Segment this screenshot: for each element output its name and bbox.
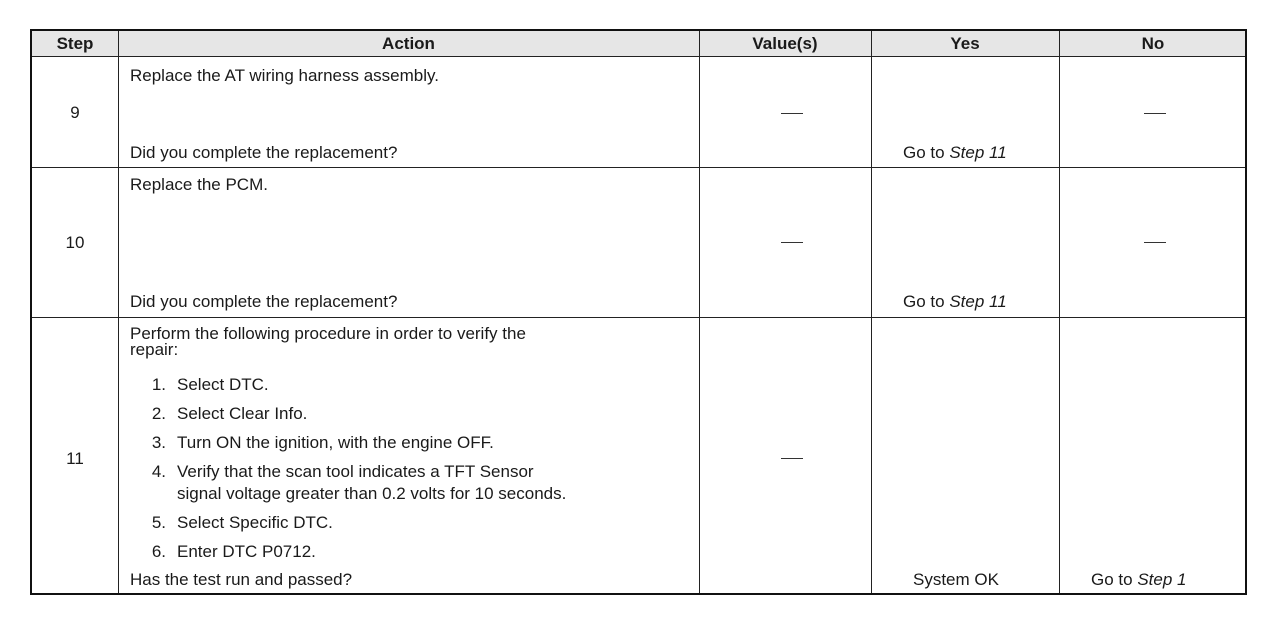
value-dash xyxy=(781,113,803,114)
step-number: 10 xyxy=(65,233,85,252)
value-dash xyxy=(781,458,803,459)
header-values: Value(s) xyxy=(752,34,818,53)
procedure-number: 3. xyxy=(151,433,166,452)
no-dash xyxy=(1144,242,1166,243)
procedure-step: Verify that the scan tool indicates a TF… xyxy=(177,462,534,481)
no-action: Go to Step 1 xyxy=(1091,570,1187,589)
no-dash xyxy=(1144,113,1166,114)
step-link[interactable]: Step 11 xyxy=(949,292,1007,311)
header-step: Step xyxy=(56,34,94,53)
yes-action: Go to Step 11 xyxy=(903,292,1007,311)
diagnostic-table: Step Action Value(s) Yes No 9 Replace th… xyxy=(30,29,1247,595)
yes-action: Go to Step 11 xyxy=(903,143,1007,162)
header-no: No xyxy=(1141,34,1165,53)
table-header-row xyxy=(32,31,1245,56)
procedure-step: Select Clear Info. xyxy=(177,404,308,423)
step-link[interactable]: Step 11 xyxy=(949,143,1007,162)
step-link[interactable]: Step 1 xyxy=(1137,570,1187,589)
value-dash xyxy=(781,242,803,243)
procedure-number: 5. xyxy=(151,513,166,532)
column-divider xyxy=(871,31,872,593)
procedure-number: 1. xyxy=(151,375,166,394)
yes-action: System OK xyxy=(913,570,999,589)
action-question: Has the test run and passed? xyxy=(130,570,353,589)
column-divider xyxy=(1059,31,1060,593)
action-question: Did you complete the replacement? xyxy=(130,292,398,311)
header-yes: Yes xyxy=(950,34,980,53)
procedure-number: 6. xyxy=(151,542,166,561)
action-question: Did you complete the replacement? xyxy=(130,143,398,162)
column-divider xyxy=(699,31,700,593)
procedure-number: 2. xyxy=(151,404,166,423)
procedure-step: Turn ON the ignition, with the engine OF… xyxy=(177,433,494,452)
procedure-step-cont: signal voltage greater than 0.2 volts fo… xyxy=(177,484,567,503)
action-text: Replace the PCM. xyxy=(130,175,268,194)
procedure-number: 4. xyxy=(151,462,166,481)
step-number: 11 xyxy=(66,449,84,468)
procedure-step: Select Specific DTC. xyxy=(177,513,333,532)
action-text: Replace the AT wiring harness assembly. xyxy=(130,66,439,85)
row-divider xyxy=(32,56,1245,57)
row-divider xyxy=(32,317,1245,318)
action-intro: Perform the following procedure in order… xyxy=(130,324,526,343)
header-action: Action xyxy=(382,34,435,53)
step-number: 9 xyxy=(70,103,80,122)
procedure-step: Enter DTC P0712. xyxy=(177,542,316,561)
column-divider xyxy=(118,31,119,593)
action-intro-cont: repair: xyxy=(130,340,179,359)
procedure-step: Select DTC. xyxy=(177,375,269,394)
row-divider xyxy=(32,167,1245,168)
